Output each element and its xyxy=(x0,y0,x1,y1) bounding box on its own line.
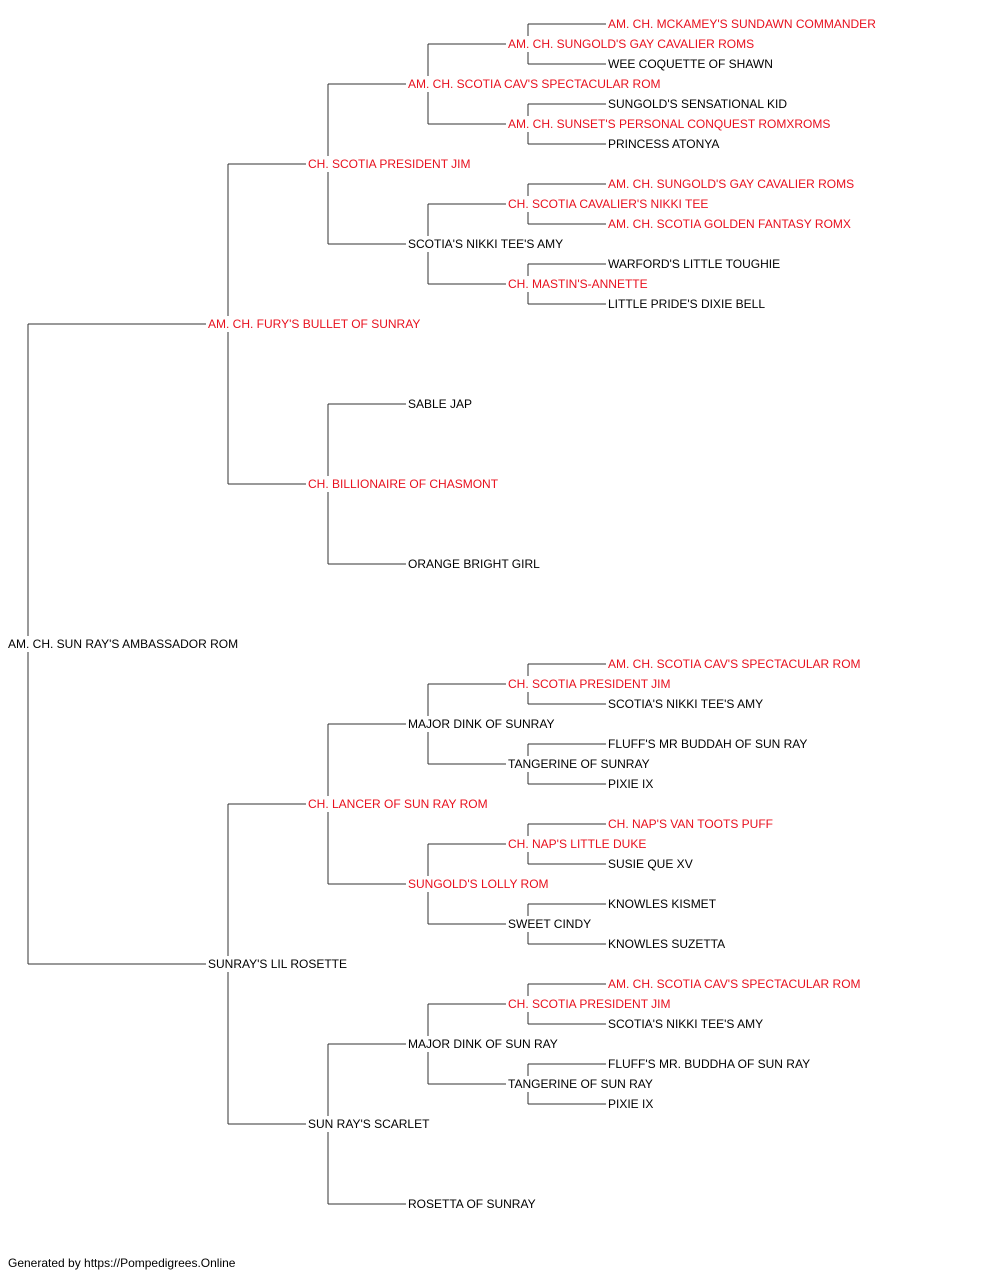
pedigree-node-.dam.sire.dam.dam[interactable]: SWEET CINDY xyxy=(508,917,591,931)
pedigree-node-.sire.sire.dam.dam.dam[interactable]: LITTLE PRIDE'S DIXIE BELL xyxy=(608,297,765,311)
pedigree-node-.sire.sire.sire.dam.dam[interactable]: PRINCESS ATONYA xyxy=(608,137,719,151)
pedigree-node-.sire.dam[interactable]: CH. BILLIONAIRE OF CHASMONT xyxy=(308,477,499,491)
pedigree-node-.dam.dam.dam[interactable]: ROSETTA OF SUNRAY xyxy=(408,1197,536,1211)
pedigree-node-.sire.sire.dam.dam[interactable]: CH. MASTIN'S-ANNETTE xyxy=(508,277,648,291)
pedigree-node-.sire.sire.sire.dam.sire[interactable]: SUNGOLD'S SENSATIONAL KID xyxy=(608,97,787,111)
pedigree-node-.sire.dam.dam[interactable]: ORANGE BRIGHT GIRL xyxy=(408,557,540,571)
pedigree-node-.dam.dam.sire[interactable]: MAJOR DINK OF SUN RAY xyxy=(408,1037,558,1051)
pedigree-node-.sire.sire.dam.sire[interactable]: CH. SCOTIA CAVALIER'S NIKKI TEE xyxy=(508,197,708,211)
pedigree-node-[interactable]: AM. CH. SUN RAY'S AMBASSADOR ROM xyxy=(8,637,238,651)
pedigree-node-.sire.sire.dam.dam.sire[interactable]: WARFORD'S LITTLE TOUGHIE xyxy=(608,257,780,271)
pedigree-node-.dam.dam.sire.dam.sire[interactable]: FLUFF'S MR. BUDDHA OF SUN RAY xyxy=(608,1057,810,1071)
pedigree-node-.dam.sire.dam.sire.dam[interactable]: SUSIE QUE XV xyxy=(608,857,693,871)
pedigree-node-.dam.sire.sire.sire.dam[interactable]: SCOTIA'S NIKKI TEE'S AMY xyxy=(608,697,763,711)
pedigree-node-.dam.sire.sire.sire.sire[interactable]: AM. CH. SCOTIA CAV'S SPECTACULAR ROM xyxy=(608,657,861,671)
pedigree-node-.sire.sire.dam.sire.sire[interactable]: AM. CH. SUNGOLD'S GAY CAVALIER ROMS xyxy=(608,177,854,191)
pedigree-node-.dam.sire[interactable]: CH. LANCER OF SUN RAY ROM xyxy=(308,797,488,811)
pedigree-node-.dam.dam[interactable]: SUN RAY'S SCARLET xyxy=(308,1117,430,1131)
pedigree-node-.dam.sire.dam.sire.sire[interactable]: CH. NAP'S VAN TOOTS PUFF xyxy=(608,817,773,831)
pedigree-node-.dam.sire.sire.sire[interactable]: CH. SCOTIA PRESIDENT JIM xyxy=(508,677,670,691)
pedigree-node-.sire.sire.sire.sire.dam[interactable]: WEE COQUETTE OF SHAWN xyxy=(608,57,773,71)
pedigree-node-.dam.sire.sire[interactable]: MAJOR DINK OF SUNRAY xyxy=(408,717,554,731)
pedigree-node-.dam.sire.sire.dam.sire[interactable]: FLUFF'S MR BUDDAH OF SUN RAY xyxy=(608,737,807,751)
pedigree-node-.dam.sire.dam.sire[interactable]: CH. NAP'S LITTLE DUKE xyxy=(508,837,646,851)
pedigree-node-.sire.sire.sire.sire[interactable]: AM. CH. SUNGOLD'S GAY CAVALIER ROMS xyxy=(508,37,754,51)
pedigree-node-.dam.dam.sire.sire.sire[interactable]: AM. CH. SCOTIA CAV'S SPECTACULAR ROM xyxy=(608,977,861,991)
pedigree-node-.dam.dam.sire.sire[interactable]: CH. SCOTIA PRESIDENT JIM xyxy=(508,997,670,1011)
pedigree-node-.dam.sire.sire.dam[interactable]: TANGERINE OF SUNRAY xyxy=(508,757,650,771)
pedigree-node-.dam[interactable]: SUNRAY'S LIL ROSETTE xyxy=(208,957,347,971)
pedigree-node-.dam.sire.dam.dam.dam[interactable]: KNOWLES SUZETTA xyxy=(608,937,725,951)
pedigree-node-.sire.sire.sire.dam[interactable]: AM. CH. SUNSET'S PERSONAL CONQUEST ROMXR… xyxy=(508,117,830,131)
pedigree-node-.sire[interactable]: AM. CH. FURY'S BULLET OF SUNRAY xyxy=(208,317,420,331)
pedigree-node-.sire.sire[interactable]: CH. SCOTIA PRESIDENT JIM xyxy=(308,157,470,171)
pedigree-node-.sire.sire.sire.sire.sire[interactable]: AM. CH. MCKAMEY'S SUNDAWN COMMANDER xyxy=(608,17,876,31)
pedigree-node-.dam.sire.dam[interactable]: SUNGOLD'S LOLLY ROM xyxy=(408,877,549,891)
pedigree-node-.sire.dam.sire[interactable]: SABLE JAP xyxy=(408,397,472,411)
pedigree-node-.sire.sire.dam[interactable]: SCOTIA'S NIKKI TEE'S AMY xyxy=(408,237,563,251)
pedigree-node-.dam.dam.sire.sire.dam[interactable]: SCOTIA'S NIKKI TEE'S AMY xyxy=(608,1017,763,1031)
pedigree-node-.dam.dam.sire.dam.dam[interactable]: PIXIE IX xyxy=(608,1097,653,1111)
pedigree-node-.sire.sire.sire[interactable]: AM. CH. SCOTIA CAV'S SPECTACULAR ROM xyxy=(408,77,661,91)
pedigree-node-.dam.sire.dam.dam.sire[interactable]: KNOWLES KISMET xyxy=(608,897,717,911)
pedigree-node-.dam.sire.sire.dam.dam[interactable]: PIXIE IX xyxy=(608,777,653,791)
footer-credit: Generated by https://Pompedigrees.Online xyxy=(8,1256,236,1270)
pedigree-node-.dam.dam.sire.dam[interactable]: TANGERINE OF SUN RAY xyxy=(508,1077,653,1091)
pedigree-node-.sire.sire.dam.sire.dam[interactable]: AM. CH. SCOTIA GOLDEN FANTASY ROMX xyxy=(608,217,851,231)
